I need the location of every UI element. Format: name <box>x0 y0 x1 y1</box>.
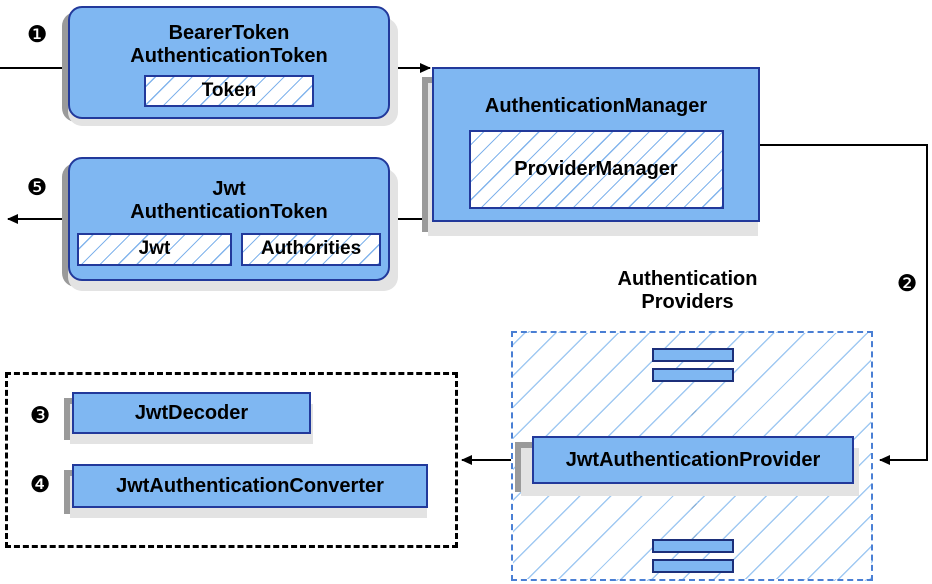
node-jwt-authentication-converter[interactable]: JwtAuthenticationConverter <box>72 464 428 508</box>
provider-placeholder-bar-bottom-2 <box>652 559 734 573</box>
step-marker-5: ❺ <box>26 175 48 201</box>
jwt-components-container <box>5 372 458 548</box>
jwt-token-inner-authorities: Authorities <box>241 232 381 266</box>
step-marker-1: ❶ <box>26 22 48 48</box>
step-marker-2: ❷ <box>896 271 918 297</box>
step-marker-3: ❸ <box>29 403 51 429</box>
jwt-token-inner-row: Jwt Authorities <box>77 232 381 266</box>
jwt-authentication-converter-label: JwtAuthenticationConverter <box>116 474 384 497</box>
providers-caption-line2: Providers <box>641 291 734 313</box>
jwt-authentication-provider-label: JwtAuthenticationProvider <box>565 448 821 471</box>
node-jwt-authentication-token[interactable]: Jwt AuthenticationToken Jwt Authorities <box>68 157 390 281</box>
step-marker-4: ❹ <box>29 472 51 498</box>
node-jwt-authentication-provider[interactable]: JwtAuthenticationProvider <box>532 436 854 484</box>
bearer-token-title: BearerToken AuthenticationToken <box>130 18 327 67</box>
provider-placeholder-bar-top-2 <box>652 368 734 382</box>
node-jwt-decoder[interactable]: JwtDecoder <box>72 392 311 434</box>
providers-caption-line1: Authentication <box>617 268 758 290</box>
bearer-token-inner-token: Token <box>144 74 314 107</box>
provider-placeholder-bar-bottom-1 <box>652 539 734 553</box>
jwt-decoder-label: JwtDecoder <box>134 401 249 424</box>
jwt-token-inner-jwt-label: Jwt <box>138 238 171 260</box>
bearer-token-title-line1: BearerToken <box>168 22 290 45</box>
jwt-token-inner-authorities-label: Authorities <box>260 238 362 260</box>
jwt-token-title-line2: AuthenticationToken <box>130 200 328 223</box>
jwt-token-title-line1: Jwt <box>212 178 246 201</box>
provider-placeholder-bar-top-1 <box>652 348 734 362</box>
bearer-token-title-line2: AuthenticationToken <box>130 44 328 67</box>
authentication-manager-inner-provider-manager: ProviderManager <box>468 129 724 209</box>
node-bearer-token-authentication-token[interactable]: BearerToken AuthenticationToken Token <box>68 6 390 119</box>
authentication-providers-caption: Authentication Providers <box>575 268 800 314</box>
bearer-token-inner-label: Token <box>201 79 257 101</box>
provider-manager-label: ProviderManager <box>514 157 678 180</box>
jwt-token-inner-jwt: Jwt <box>77 232 232 266</box>
authentication-manager-title: AuthenticationManager <box>484 94 708 117</box>
node-authentication-manager[interactable]: AuthenticationManager ProviderManager <box>432 67 760 222</box>
jwt-token-title: Jwt AuthenticationToken <box>130 172 327 223</box>
